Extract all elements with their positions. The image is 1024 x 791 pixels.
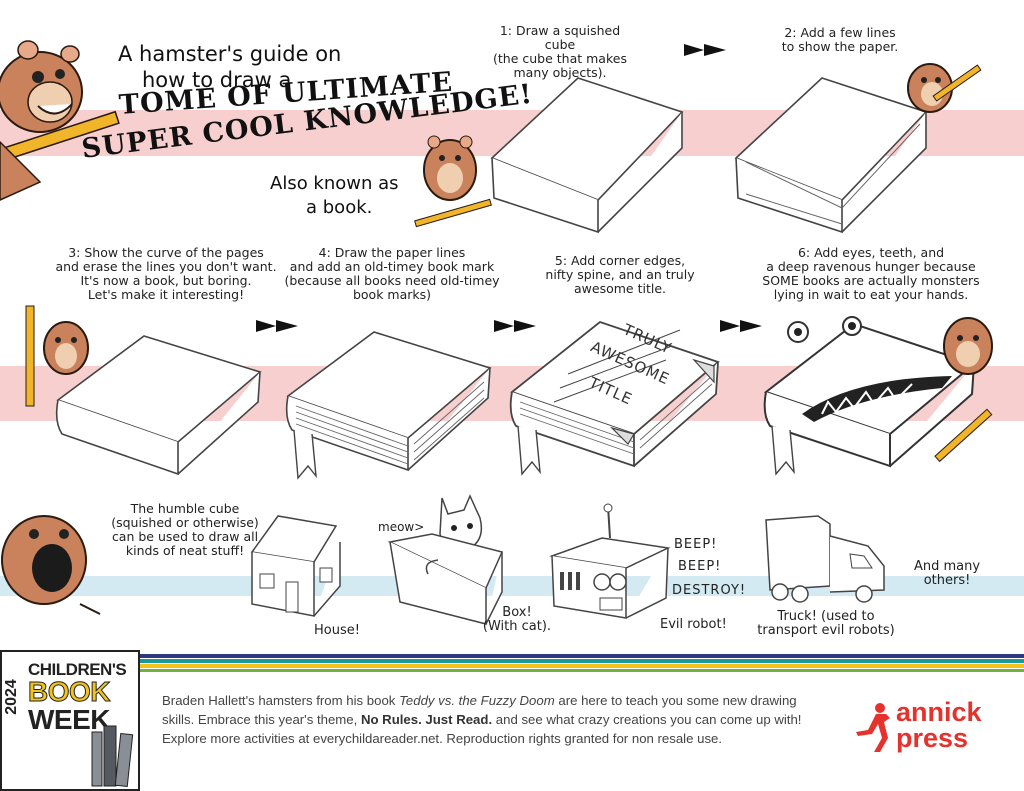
hamster-small-illustration bbox=[414, 135, 492, 228]
step-1-caption: 1: Draw a squished cube (the cube that m… bbox=[485, 24, 635, 80]
step-6-caption: 6: Add eyes, teeth, and a deep ravenous … bbox=[756, 246, 986, 302]
step-2-cube-drawing bbox=[734, 77, 928, 234]
running-figure-icon bbox=[856, 703, 890, 752]
beep-text-2: BEEP! bbox=[678, 559, 722, 574]
step-3-line: 3: Show the curve of the pages bbox=[68, 245, 264, 260]
box-label-line: (With cat). bbox=[482, 619, 552, 634]
step-5-line: nifty spine, and an truly bbox=[545, 267, 695, 282]
step-1-cube-drawing bbox=[490, 77, 684, 234]
cbw-line-3: WEEK bbox=[28, 704, 111, 735]
footer-book-title: Teddy vs. the Fuzzy Doom bbox=[399, 693, 555, 708]
step-4-line: book marks) bbox=[352, 287, 432, 302]
hamster-pencil-illustration-top bbox=[0, 40, 120, 201]
cbw-line-1: CHILDREN'S bbox=[28, 660, 127, 679]
step-5-line: 5: Add corner edges, bbox=[554, 253, 686, 268]
evil-robot-drawing bbox=[549, 503, 671, 619]
step-5-caption: 5: Add corner edges, nifty spine, and an… bbox=[530, 254, 710, 296]
step-3-book-drawing bbox=[55, 335, 262, 476]
step-3-line: Let's make it interesting! bbox=[87, 287, 245, 302]
aka-line-2: a book. bbox=[306, 197, 373, 218]
house-drawing bbox=[250, 515, 341, 617]
box-with-cat-drawing bbox=[387, 494, 504, 625]
many-others-line: And many bbox=[913, 559, 981, 574]
cube-note: The humble cube (squished or otherwise) … bbox=[100, 502, 270, 558]
step-6-line: lying in wait to eat your hands. bbox=[773, 287, 969, 302]
arrow-right-icon bbox=[684, 44, 726, 56]
step-6-monster-book-drawing bbox=[763, 316, 977, 476]
books-stack-icon bbox=[91, 725, 134, 788]
step-5-line: awesome title. bbox=[574, 281, 666, 296]
intro-line-2: how to draw a bbox=[142, 68, 292, 92]
step-4-line: 4: Draw the paper lines bbox=[318, 245, 466, 260]
step-3-caption: 3: Show the curve of the pages and erase… bbox=[46, 246, 286, 302]
footer-text-part: are here to teach you some new drawing s… bbox=[162, 693, 797, 727]
beep-text-1: BEEP! bbox=[674, 537, 718, 552]
arrow-right-icon bbox=[494, 320, 536, 332]
step-5-book-drawing bbox=[509, 320, 720, 476]
footer-description: Braden Hallett's hamsters from his book … bbox=[162, 691, 830, 748]
annick-press-logo: annick press bbox=[852, 696, 1012, 760]
cube-note-line: can be used to draw all bbox=[111, 529, 259, 544]
step-2-line: to show the paper. bbox=[781, 39, 899, 54]
truck-drawing bbox=[765, 515, 885, 603]
cube-note-line: (squished or otherwise) bbox=[111, 515, 259, 530]
hamster-pencil-illustration-step3 bbox=[25, 305, 89, 407]
step-4-line: and add an old-timey book mark bbox=[289, 259, 495, 274]
step-2-line: 2: Add a few lines bbox=[784, 25, 896, 40]
box-label: Box! (With cat). bbox=[472, 606, 562, 634]
step-1-line: 1: Draw a squished cube bbox=[499, 23, 621, 52]
footer-color-stripes bbox=[140, 654, 1024, 672]
footer-text-part: and see what crazy creations you can com… bbox=[162, 712, 802, 746]
cube-note-line: kinds of neat stuff! bbox=[125, 543, 245, 558]
arrow-right-icon bbox=[720, 320, 762, 332]
hamster-shouting-illustration bbox=[1, 515, 101, 615]
step-4-book-drawing bbox=[285, 331, 492, 480]
many-others-label: And many others! bbox=[912, 560, 982, 588]
cbw-year: 2024 bbox=[2, 679, 20, 715]
hamster-pencil-illustration-step6 bbox=[934, 317, 993, 463]
step-1-line: many objects). bbox=[513, 65, 607, 80]
arrow-right-icon bbox=[256, 320, 298, 332]
step-6-line: a deep ravenous hunger because bbox=[766, 259, 976, 274]
step-2-caption: 2: Add a few lines to show the paper. bbox=[770, 26, 910, 54]
step-4-caption: 4: Draw the paper lines and add an old-t… bbox=[282, 246, 502, 302]
meow-label: meow> bbox=[378, 520, 425, 534]
step-3-line: It's now a book, but boring. bbox=[80, 273, 252, 288]
annick-word: annick bbox=[896, 697, 982, 727]
box-label-line: Box! bbox=[502, 605, 532, 620]
house-label: House! bbox=[314, 623, 360, 638]
childrens-book-week-logo: 2024 CHILDREN'S BOOK WEEK bbox=[0, 650, 140, 791]
step-3-line: and erase the lines you don't want. bbox=[55, 259, 277, 274]
intro-line-1: A hamster's guide on bbox=[118, 42, 342, 66]
truck-label-line: Truck! (used to bbox=[777, 609, 875, 624]
footer-theme: No Rules. Just Read. bbox=[360, 712, 493, 727]
robot-label: Evil robot! bbox=[660, 617, 727, 632]
step-6-line: SOME books are actually monsters bbox=[762, 273, 980, 288]
footer-text-part: Braden Hallett's hamsters from his book bbox=[162, 693, 400, 708]
step-6-line: 6: Add eyes, teeth, and bbox=[797, 245, 945, 260]
many-others-line: others! bbox=[923, 573, 971, 588]
press-word: press bbox=[896, 723, 969, 753]
aka-line-1: Also known as bbox=[270, 173, 399, 194]
step-4-line: (because all books need old-timey bbox=[284, 273, 500, 288]
cube-note-line: The humble cube bbox=[130, 501, 240, 516]
hamster-pencil-illustration-step2 bbox=[907, 63, 982, 113]
truck-label-line: transport evil robots) bbox=[757, 623, 895, 638]
destroy-text: DESTROY! bbox=[672, 583, 747, 598]
cbw-line-2: BOOK bbox=[28, 676, 112, 708]
truck-label: Truck! (used to transport evil robots) bbox=[756, 610, 896, 638]
step-1-line: (the cube that makes bbox=[493, 51, 627, 66]
